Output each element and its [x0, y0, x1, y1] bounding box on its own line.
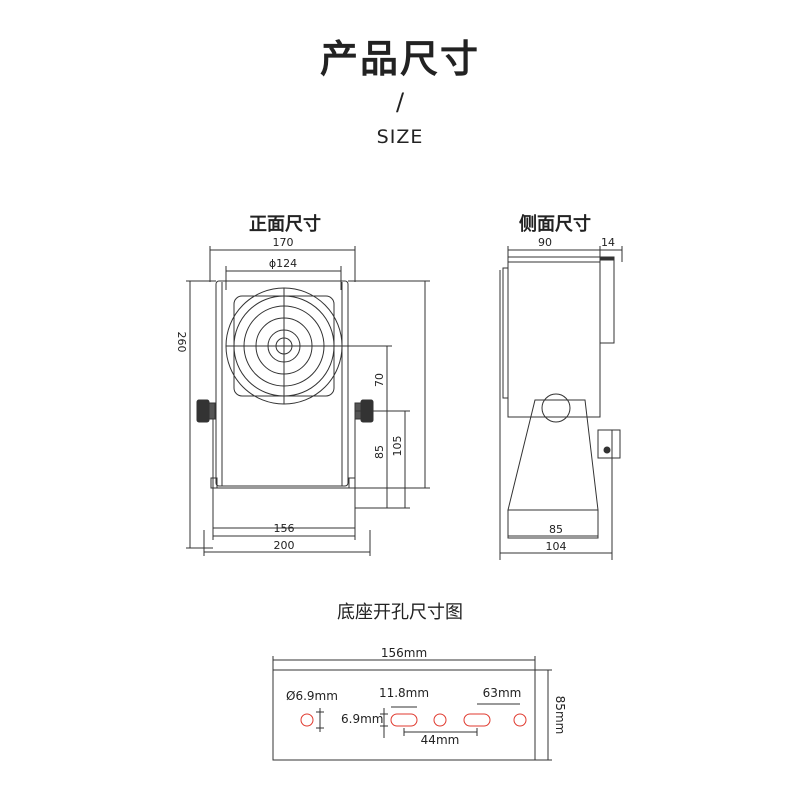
- dim-label-slot-length: 11.8mm: [379, 686, 429, 700]
- side-rear-panel: [502, 267, 509, 399]
- mount-hole: [300, 713, 314, 727]
- bolt: [210, 477, 218, 489]
- side-switch-box: [597, 429, 621, 459]
- side-view-drawing: [499, 246, 623, 560]
- mount-hole: [433, 713, 447, 727]
- page-title: 产品尺寸: [319, 37, 481, 81]
- side-housing: [507, 256, 601, 418]
- side-pivot-knob: [541, 393, 571, 423]
- dim-label-base-depth: 104: [546, 540, 567, 553]
- side-base: [507, 509, 599, 539]
- base-plate-outline: [272, 669, 536, 761]
- dim-label-fan-diameter: ϕ124: [269, 257, 297, 270]
- front-housing: [215, 280, 349, 487]
- front-view-heading: 正面尺寸: [249, 214, 321, 235]
- dim-label-front-lip: 14: [601, 236, 615, 249]
- stand-bracket: [212, 404, 356, 529]
- dim-label-fan-center: 70: [373, 373, 386, 387]
- dim-label-height: 260: [175, 332, 188, 353]
- bolt: [348, 477, 356, 489]
- title-separator: /: [395, 88, 405, 116]
- fan-grille: [225, 287, 343, 405]
- base-plate-drawing: [272, 656, 552, 761]
- mount-slot: [463, 713, 491, 727]
- side-view-heading: 侧面尺寸: [519, 214, 591, 235]
- dim-label-knob: 105: [391, 436, 404, 457]
- mount-slot: [390, 713, 418, 727]
- dim-label-pivot: 85: [373, 445, 386, 459]
- left-knob: [196, 399, 216, 423]
- dim-label-plate-height: 85mm: [553, 696, 567, 735]
- dim-label-base-outer: 200: [274, 539, 295, 552]
- dim-label-plate-length: 156mm: [381, 646, 427, 660]
- dim-label-hole-diameter: Ø6.9mm: [286, 689, 338, 703]
- base-plate-heading: 底座开孔尺寸图: [337, 602, 463, 623]
- dim-label-depth-top: 90: [538, 236, 552, 249]
- dim-label-base-inner: 156: [274, 522, 295, 535]
- dim-label-base-top: 85: [549, 523, 563, 536]
- page-subtitle: SIZE: [376, 126, 424, 148]
- dim-label-width-top: 170: [273, 236, 294, 249]
- dim-label-slot-width: 6.9mm: [341, 712, 383, 726]
- side-front-lip: [599, 256, 615, 344]
- dim-label-hole-spacing: 63mm: [483, 686, 522, 700]
- front-view-drawing: [186, 246, 430, 556]
- mount-hole: [513, 713, 527, 727]
- dim-label-slot-pitch: 44mm: [421, 733, 460, 747]
